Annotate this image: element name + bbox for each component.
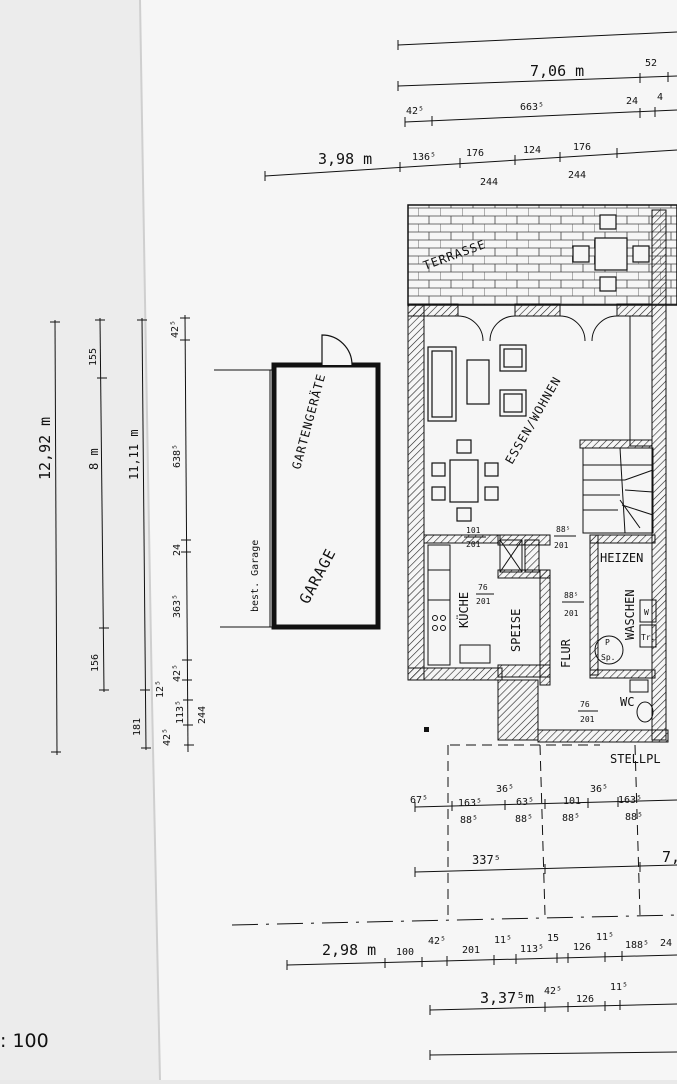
dim-top-176a: 176 <box>466 148 484 159</box>
room-label-flur: FLUR <box>559 638 573 668</box>
dim-top-244a: 244 <box>480 177 498 188</box>
dim-bottom-188: 188⁵ <box>625 940 649 951</box>
dim-bottom-163b: 163⁵ <box>618 795 642 806</box>
dim-bottom-88a: 88⁵ <box>460 815 478 826</box>
garage-outline <box>214 334 381 630</box>
bottom-dimension-lines <box>286 797 677 1060</box>
dim-top-24: 24 <box>626 96 638 107</box>
marker-point <box>424 727 429 732</box>
dim-bottom-337: 337⁵ <box>472 853 501 867</box>
terrace-furniture <box>572 214 650 292</box>
svg-text:88⁵: 88⁵ <box>556 525 570 534</box>
dim-left-8m: 8 m <box>87 448 101 470</box>
terrace-doors <box>457 315 618 342</box>
dim-bottom-298: 2,98 m <box>322 941 376 959</box>
svg-text:76: 76 <box>478 583 488 592</box>
dim-bottom-67: 67⁵ <box>410 795 428 806</box>
dim-top-124: 124 <box>523 145 541 156</box>
dim-bottom-42a: 42⁵ <box>428 936 446 947</box>
svg-text:201: 201 <box>564 609 579 618</box>
fixture-tr: Tr. <box>641 633 655 642</box>
svg-text:101: 101 <box>466 526 481 535</box>
dim-bottom-42b: 42⁵ <box>544 986 562 997</box>
kitchen-fixtures <box>427 544 491 666</box>
dim-left-156: 156 <box>90 654 101 672</box>
room-label-heizen: HEIZEN <box>600 551 643 565</box>
dim-bottom-11b: 11⁵ <box>596 932 614 943</box>
dim-bottom-11c: 11⁵ <box>610 982 628 993</box>
room-label-kueche: KÜCHE <box>455 592 471 628</box>
paper-fold <box>139 0 161 1081</box>
dim-bottom-15: 15 <box>547 933 559 944</box>
dim-left-113: 113⁵ <box>175 700 186 724</box>
dim-top-52: 52 <box>645 58 657 69</box>
dim-top-total: 7,06 m <box>530 62 584 80</box>
dim-bottom-88b: 88⁵ <box>515 814 533 825</box>
dim-top-42: 42⁵ <box>406 106 424 117</box>
fixture-p: P <box>605 638 610 647</box>
door-size-labels: 101 201 76 201 88⁵ 201 88⁵ 201 76 201 <box>464 525 598 724</box>
dim-bottom-7: 7, <box>662 848 677 866</box>
dim-left-1111: 11,11 m <box>127 429 141 480</box>
dim-top-4: 4 <box>657 92 663 103</box>
dim-bottom-337m: 3,37⁵m <box>480 989 534 1007</box>
dim-bottom-24: 24 <box>660 938 672 949</box>
left-paper-panel <box>0 0 160 1080</box>
dim-top-663: 663⁵ <box>520 102 544 113</box>
dim-left-42-bottom: 42⁵ <box>162 728 173 746</box>
room-label-speise: SPEISE <box>509 609 523 652</box>
dim-bottom-201: 201 <box>462 945 480 956</box>
svg-text:88⁵: 88⁵ <box>564 591 578 600</box>
dim-left-181: 181 <box>132 718 143 736</box>
dim-bottom-36b: 36⁵ <box>590 784 608 795</box>
room-label-wc: WC <box>620 695 634 709</box>
svg-text:201: 201 <box>554 541 569 550</box>
dim-bottom-101: 101 <box>563 796 581 807</box>
utility-fixtures <box>594 599 657 723</box>
fixture-w: W <box>644 608 649 617</box>
dim-left-42-mid: 42⁵ <box>172 664 183 682</box>
dim-left-363: 363⁵ <box>172 594 183 618</box>
dim-top-176b: 176 <box>573 142 591 153</box>
svg-text:201: 201 <box>476 597 491 606</box>
fixture-sp: Sp. <box>601 653 615 662</box>
dim-bottom-100: 100 <box>396 947 414 958</box>
dim-left-24: 24 <box>172 544 183 556</box>
dim-top-398: 3,98 m <box>318 150 372 168</box>
staircase <box>582 447 654 534</box>
parking-outline <box>231 744 677 926</box>
svg-text:201: 201 <box>580 715 595 724</box>
dim-bottom-113: 113⁵ <box>520 944 544 955</box>
dim-bottom-36a: 36⁵ <box>496 784 514 795</box>
room-label-waschen: WASCHEN <box>623 589 637 640</box>
living-furniture <box>427 344 527 522</box>
dim-bottom-63: 63⁵ <box>516 797 534 808</box>
dim-top-136: 136⁵ <box>412 152 436 163</box>
label-best-garage: best. Garage <box>250 540 261 612</box>
top-dimension-lines <box>264 31 677 181</box>
dim-bottom-126a: 126 <box>573 942 591 953</box>
left-dimension-lines <box>50 314 194 756</box>
dim-left-155: 155 <box>88 348 99 366</box>
scale-label: : 100 <box>0 1030 49 1052</box>
dim-bottom-88c: 88⁵ <box>562 813 580 824</box>
dim-bottom-163a: 163⁵ <box>458 798 482 809</box>
svg-text:76: 76 <box>580 700 590 709</box>
label-stellplatz: STELLPL <box>610 752 661 766</box>
dim-left-42-top: 42⁵ <box>170 320 181 338</box>
dim-left-638: 638⁵ <box>172 444 183 468</box>
dim-left-total: 12,92 m <box>36 417 54 480</box>
dim-top-244b: 244 <box>568 170 586 181</box>
svg-text:201: 201 <box>466 540 481 549</box>
dim-left-12: 12⁵ <box>155 680 166 698</box>
dim-bottom-88d: 88⁵ <box>625 812 643 823</box>
dim-bottom-11a: 11⁵ <box>494 935 512 946</box>
dim-bottom-126b: 126 <box>576 994 594 1005</box>
dim-left-244: 244 <box>197 706 208 724</box>
